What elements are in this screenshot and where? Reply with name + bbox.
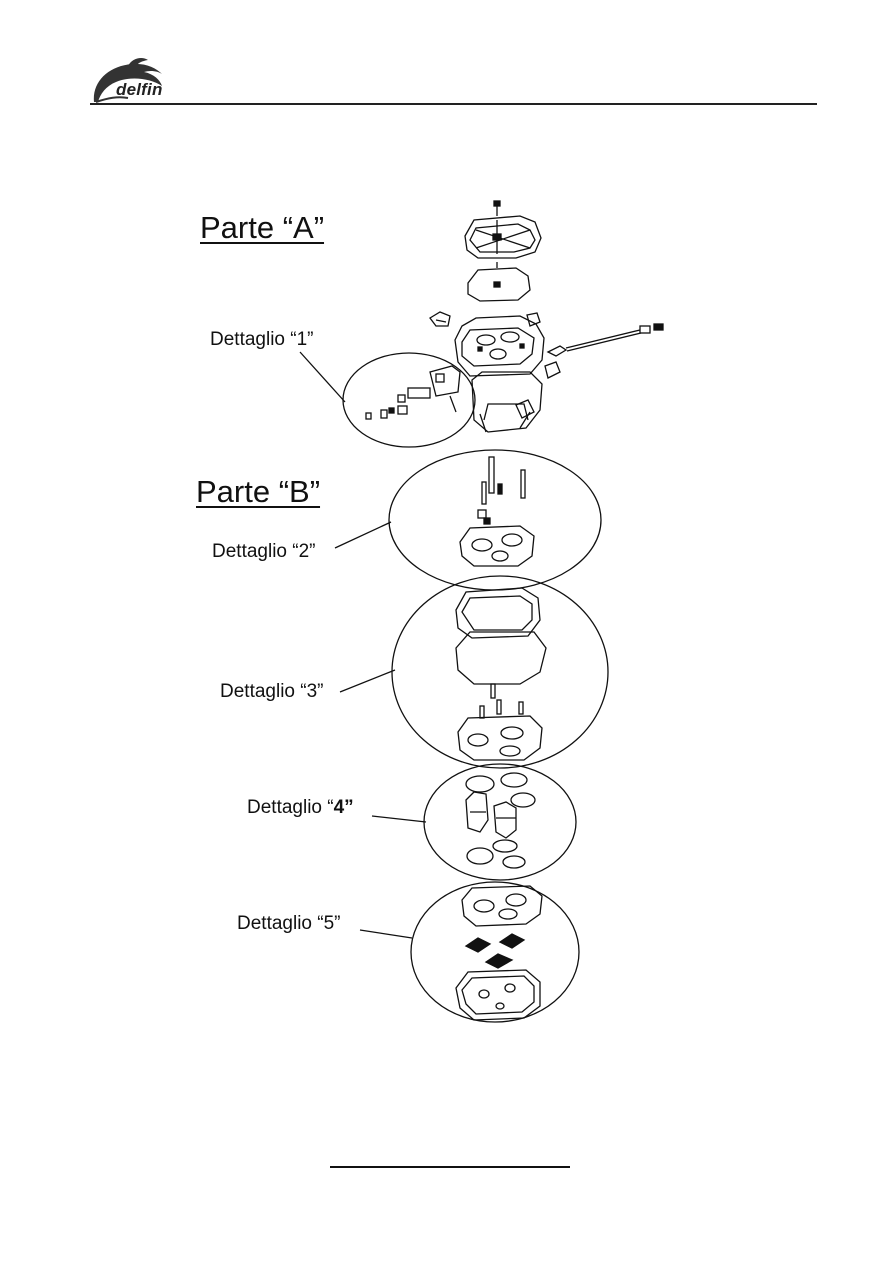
top-cover — [464, 200, 542, 259]
header-rule — [90, 103, 817, 105]
detail-5-label: Dettaglio “5” — [237, 913, 341, 934]
lower-ring — [471, 371, 543, 433]
delfin-logo — [93, 58, 162, 103]
detail-1-circle — [299, 351, 476, 448]
footer-rule — [330, 1166, 570, 1168]
part-b-title: Parte “B” — [196, 474, 321, 509]
detail-4-number: 4” — [333, 797, 354, 818]
detail-3-label: Dettaglio “3” — [220, 681, 324, 702]
brand-name: delfin — [116, 80, 163, 99]
detail-4-circle — [371, 763, 577, 881]
part-a-title: Parte “A” — [200, 210, 325, 245]
detail-4-prefix: Dettaglio “ — [247, 797, 334, 818]
detail-3-circle — [339, 575, 609, 769]
detail-2-ellipse — [334, 449, 602, 591]
detail-2-label: Dettaglio “2” — [212, 541, 316, 562]
detail-4-label: Dettaglio “4” — [247, 797, 354, 819]
detail-5-circle — [359, 881, 580, 1023]
hose-fittings — [429, 311, 561, 419]
disc — [467, 262, 531, 302]
detail-1-label: Dettaglio “1” — [210, 329, 314, 350]
main-housing — [454, 315, 545, 377]
power-cable — [546, 323, 664, 357]
